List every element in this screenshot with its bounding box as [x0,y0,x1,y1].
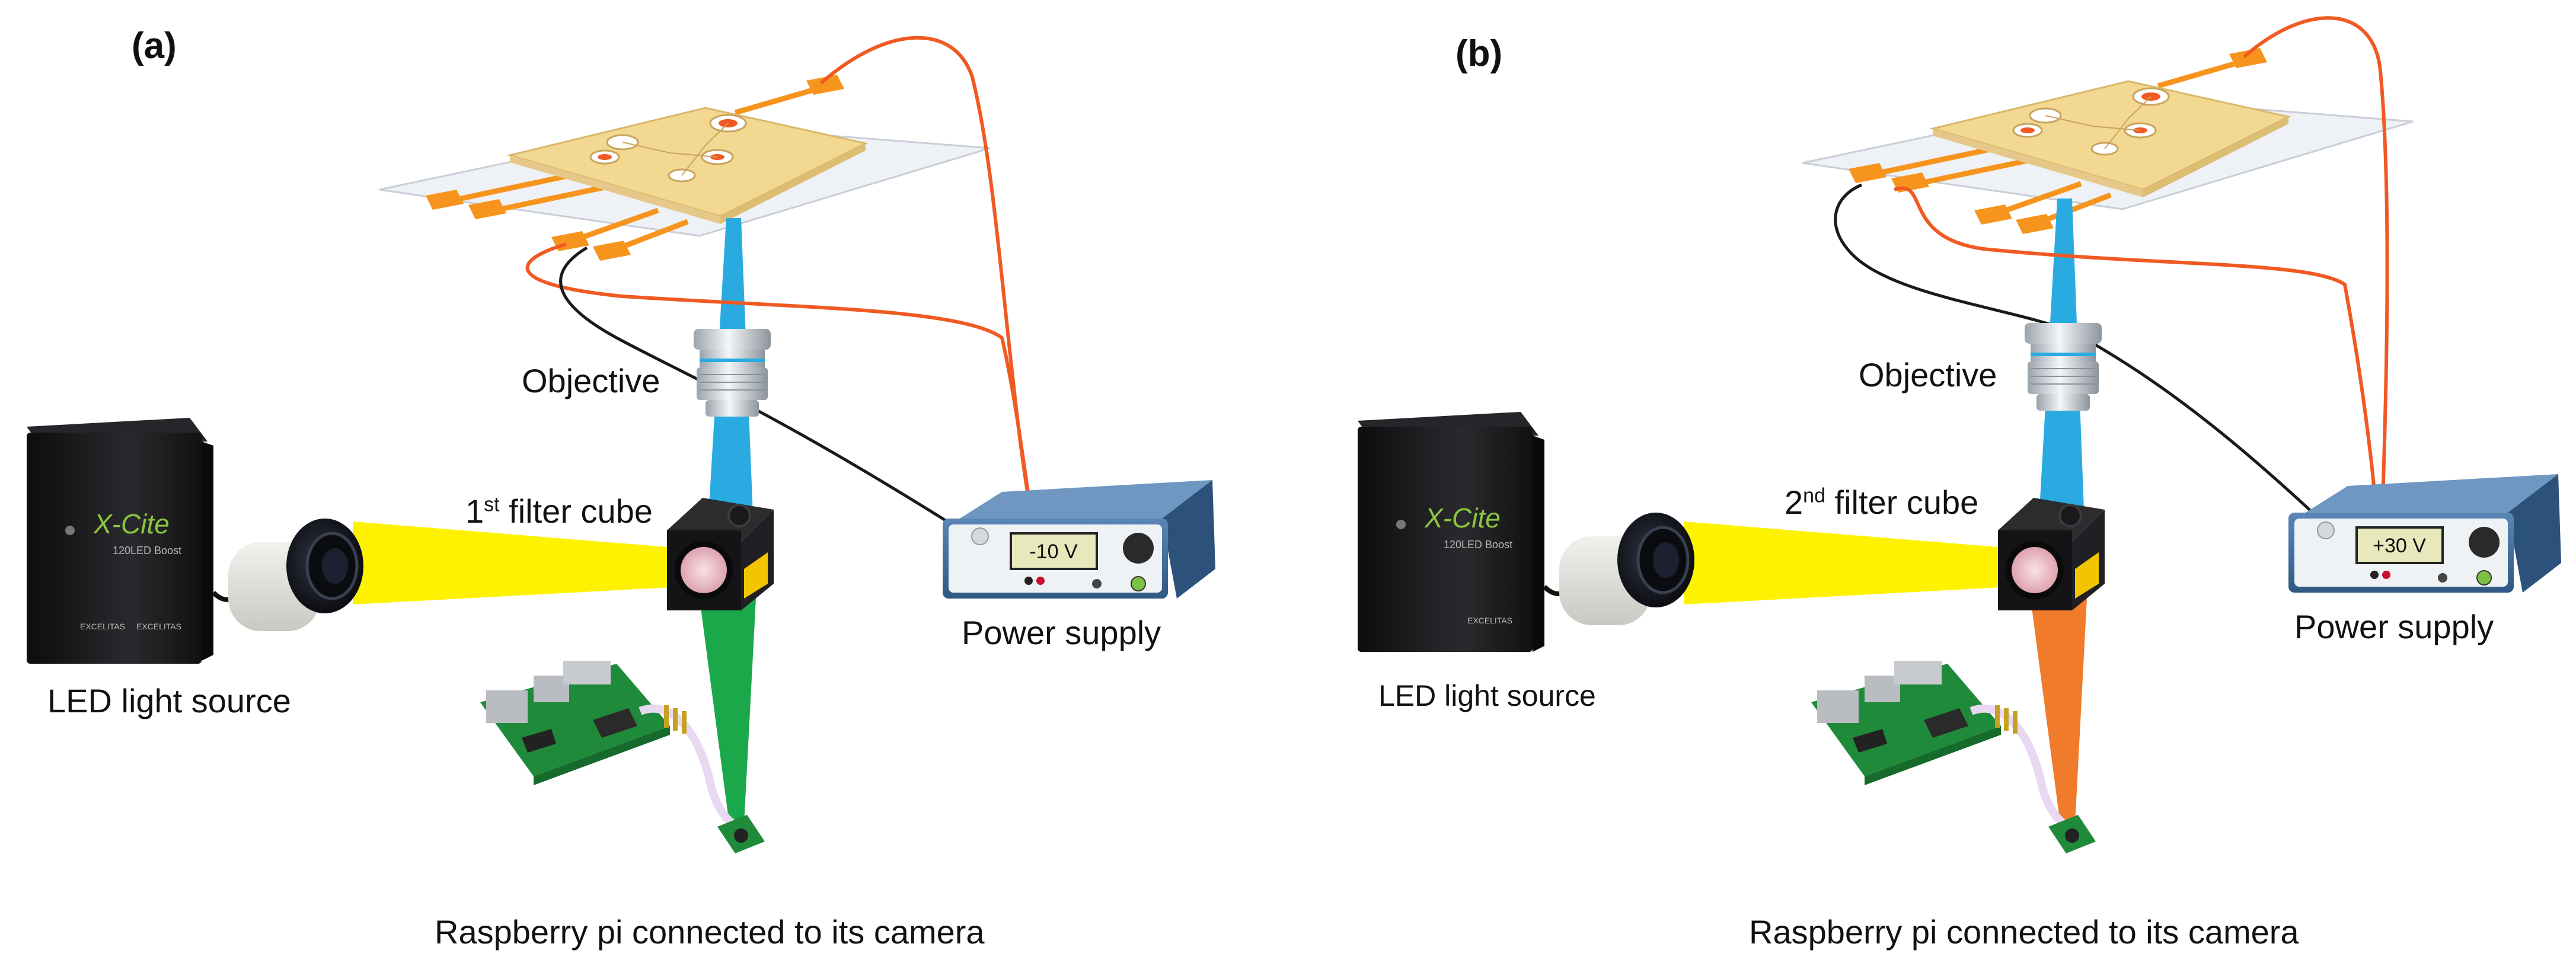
emission-beam [2031,599,2087,824]
maker-label: EXCELITAS [136,622,181,631]
objective-label: Objective [522,362,660,399]
svg-text:EXCELITAS: EXCELITAS [80,622,125,631]
panel-letter-b: (b) [1455,33,1503,74]
led-light-source: EXCELITAS [27,418,213,664]
filter-cube [667,498,774,610]
red-wire [820,36,1042,564]
objective-label: Objective [1859,356,1997,393]
led-light-source [1358,412,1544,652]
pi-camera [717,815,765,853]
power-supply-label: Power supply [2294,608,2494,645]
panel-b: X-Cite 120LED Boost EXCELITAS +30 V [1358,16,2561,853]
voltage-display: +30 V [2373,535,2426,557]
led-beam-yellow [1684,522,2013,604]
panel-letter-a: (a) [132,25,177,66]
black-wire [1834,183,2364,561]
cube-label-text: filter cube [1825,484,1979,521]
contact-pads [1849,48,2267,234]
cube-ordinal-suffix: nd [1803,484,1825,507]
emission-beam [700,599,756,824]
cube-ordinal: 1 [465,492,484,530]
red-wire [2243,16,2389,564]
cube-label-text: filter cube [499,492,653,530]
chip-wells [589,114,747,183]
led-beam-yellow [353,522,682,604]
xcite-model: 120LED Boost [1444,539,1512,551]
objective-lens [694,329,771,417]
filter-cube-label: 1st filter cube [465,492,653,530]
power-supply [2288,474,2561,593]
led-source-label: LED light source [47,682,291,719]
red-wire-2 [1894,186,2381,561]
rpi-label: Raspberry pi connected to its camera [435,913,985,951]
black-wire [559,246,1009,562]
led-source-label: LED light source [1378,679,1596,712]
rpi-label: Raspberry pi connected to its camera [1749,913,2299,951]
led-head [212,519,363,631]
xcite-model: 120LED Boost [113,545,181,556]
red-wire-2 [525,242,1040,561]
cube-ordinal-suffix: st [484,493,500,516]
xcite-brand: X-Cite [93,508,170,539]
power-supply-label: Power supply [962,614,1161,651]
objective-lens [2025,323,2102,411]
contact-pads [426,75,844,261]
power-supply [943,480,1215,599]
pi-camera [2048,815,2096,853]
panel-a: EXCELITAS X-Cite 120LED Boost EXCELITAS [27,36,1215,853]
raspberry-pi [480,661,751,834]
filter-cube [1998,498,2105,610]
led-head [1543,513,1694,625]
maker-label: EXCELITAS [1467,616,1512,625]
filter-cube-label: 2nd filter cube [1785,483,1978,522]
voltage-display: -10 V [1029,540,1078,563]
xcite-brand: X-Cite [1424,503,1501,533]
cube-ordinal: 2 [1785,484,1803,521]
raspberry-pi [1811,661,2082,834]
